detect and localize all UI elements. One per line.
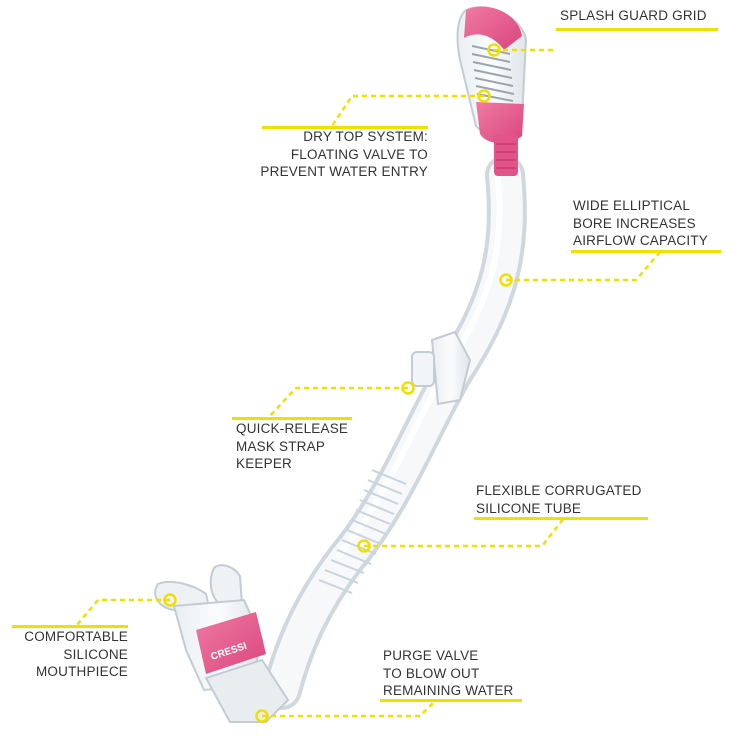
underline-wide-bore (571, 250, 721, 253)
label-line: FLEXIBLE CORRUGATED (476, 483, 642, 498)
label-line: SILICONE (63, 646, 128, 662)
callout-line-wide-bore (506, 251, 661, 282)
underline-splash-guard (556, 28, 718, 31)
callout-lines (75, 48, 661, 718)
marker-mouthpiece (163, 593, 177, 607)
label-line: PREVENT WATER ENTRY (260, 164, 428, 179)
underline-corrugated (474, 517, 648, 520)
strap-keeper-part (411, 330, 472, 406)
label-splash-guard: SPLASH GUARD GRID (560, 7, 707, 25)
underline-strap-keeper (232, 417, 352, 420)
label-line: SPLASH GUARD GRID (560, 8, 707, 23)
label-mouthpiece: COMFORTABLE SILICONE MOUTHPIECE (24, 628, 128, 681)
marker-corrugated (357, 539, 371, 553)
label-line: REMAINING WATER (383, 683, 514, 698)
marker-splash-guard (487, 43, 501, 57)
mouthpiece-part: CRESSI (154, 564, 290, 723)
label-line: BORE INCREASES (573, 215, 696, 231)
callout-markers (163, 43, 513, 723)
label-line: MASK STRAP (236, 438, 326, 454)
marker-dry-top (477, 89, 491, 103)
label-line: QUICK-RELEASE (236, 421, 349, 436)
callout-line-strap-keeper (267, 386, 408, 419)
label-line: MOUTHPIECE (35, 664, 128, 679)
label-line: AIRFLOW CAPACITY (573, 233, 708, 248)
corrugated-ridges (318, 469, 407, 594)
dry-top-valve (456, 6, 528, 176)
label-line: KEEPER (236, 456, 292, 471)
marker-wide-bore (499, 273, 513, 287)
underline-dry-top (262, 126, 428, 129)
label-wide-bore: WIDE ELLIPTICAL BORE INCREASES AIRFLOW C… (573, 197, 708, 250)
callout-line-mouthpiece (75, 598, 170, 627)
label-dry-top: DRY TOP SYSTEM: FLOATING VALVE TO PREVEN… (260, 128, 428, 181)
label-line: SILICONE TUBE (476, 500, 582, 516)
label-purge-valve: PURGE VALVE TO BLOW OUT REMAINING WATER (383, 647, 514, 700)
marker-purge-valve (255, 709, 269, 723)
callout-line-purge-valve (262, 699, 437, 718)
label-line: FLOATING VALVE TO (290, 146, 428, 162)
label-line: DRY TOP SYSTEM: (303, 129, 428, 144)
label-line: COMFORTABLE (24, 629, 128, 644)
label-strap-keeper: QUICK-RELEASE MASK STRAP KEEPER (236, 420, 348, 473)
label-corrugated: FLEXIBLE CORRUGATED SILICONE TUBE (476, 482, 642, 517)
marker-strap-keeper (401, 381, 415, 395)
callout-line-corrugated (364, 517, 565, 548)
label-line: PURGE VALVE (383, 648, 479, 663)
label-line: WIDE ELLIPTICAL (573, 198, 691, 213)
label-line: TO BLOW OUT (383, 665, 480, 681)
underline-purge-valve (380, 699, 522, 702)
underline-mouthpiece (12, 625, 128, 628)
callout-line-dry-top (330, 94, 484, 127)
